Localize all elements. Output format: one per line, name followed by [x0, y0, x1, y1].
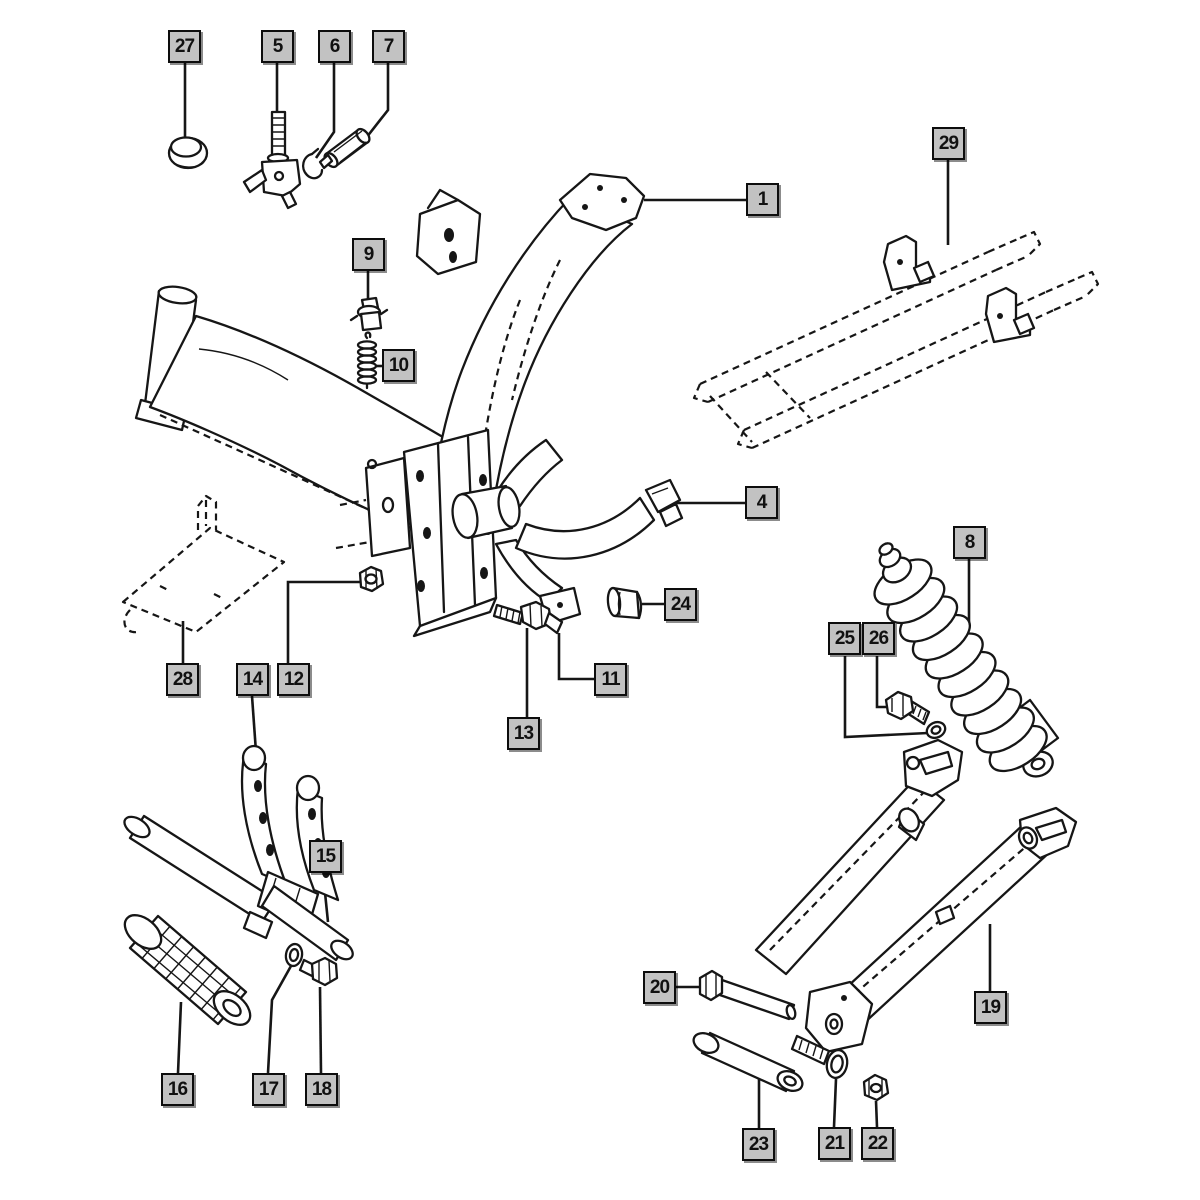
leader-lines — [176, 63, 992, 1128]
part-petcock — [242, 110, 302, 210]
part-label-17[interactable]: 17 — [252, 1073, 285, 1106]
part-label-1[interactable]: 1 — [746, 183, 779, 216]
part-center-bracket — [335, 428, 498, 638]
leader-12 — [286, 580, 362, 663]
part-label-4[interactable]: 4 — [745, 486, 778, 519]
part-clip — [301, 147, 324, 180]
part-label-9[interactable]: 9 — [352, 238, 385, 271]
part-label-16[interactable]: 16 — [161, 1073, 194, 1106]
leader-16 — [176, 1001, 183, 1074]
part-label-27[interactable]: 27 — [168, 30, 201, 63]
part-floorboard — [121, 494, 286, 634]
part-label-6[interactable]: 6 — [318, 30, 351, 63]
leader-21 — [832, 1078, 838, 1128]
leader-11 — [557, 633, 594, 681]
part-bolt-11-13 — [492, 600, 564, 635]
part-label-24[interactable]: 24 — [664, 588, 697, 621]
part-swingarm — [754, 738, 1078, 1054]
part-label-13[interactable]: 13 — [507, 717, 540, 750]
part-label-5[interactable]: 5 — [261, 30, 294, 63]
part-label-12[interactable]: 12 — [277, 663, 310, 696]
part-label-19[interactable]: 19 — [974, 991, 1007, 1024]
part-shock-absorber — [873, 542, 1060, 778]
leader-22 — [874, 1100, 879, 1128]
part-label-28[interactable]: 28 — [166, 663, 199, 696]
part-label-26[interactable]: 26 — [862, 622, 895, 655]
part-label-23[interactable]: 23 — [742, 1128, 775, 1161]
leader-17 — [266, 965, 293, 1074]
part-label-11[interactable]: 11 — [594, 663, 627, 696]
part-spacer-tube — [692, 1031, 804, 1093]
part-label-29[interactable]: 29 — [932, 127, 965, 160]
part-label-18[interactable]: 18 — [305, 1073, 338, 1106]
part-label-8[interactable]: 8 — [953, 526, 986, 559]
part-spring-small — [356, 331, 378, 390]
part-adjuster-bolt — [349, 296, 389, 332]
part-label-15[interactable]: 15 — [309, 840, 342, 873]
part-label-10[interactable]: 10 — [382, 349, 415, 382]
leader-18 — [318, 986, 323, 1074]
part-bolt-washer-25-26 — [884, 690, 947, 740]
leader-14 — [250, 695, 258, 753]
leader-6 — [314, 63, 336, 159]
part-nut-22 — [862, 1073, 890, 1102]
part-label-14[interactable]: 14 — [236, 663, 269, 696]
leader-25 — [843, 656, 929, 739]
part-strainer — [318, 127, 371, 170]
part-nut-12 — [358, 565, 385, 593]
part-label-7[interactable]: 7 — [372, 30, 405, 63]
part-label-25[interactable]: 25 — [828, 622, 861, 655]
part-pivot-arm — [451, 438, 684, 626]
part-pivot-pin — [698, 969, 831, 1066]
part-o-ring — [825, 1048, 849, 1080]
part-fuel-cap — [167, 136, 209, 170]
part-carrier-rack — [692, 230, 1100, 450]
part-label-21[interactable]: 21 — [818, 1127, 851, 1160]
leader-26 — [875, 656, 890, 709]
part-label-20[interactable]: 20 — [643, 971, 676, 1004]
part-bushing-24 — [606, 586, 643, 620]
part-label-22[interactable]: 22 — [861, 1127, 894, 1160]
